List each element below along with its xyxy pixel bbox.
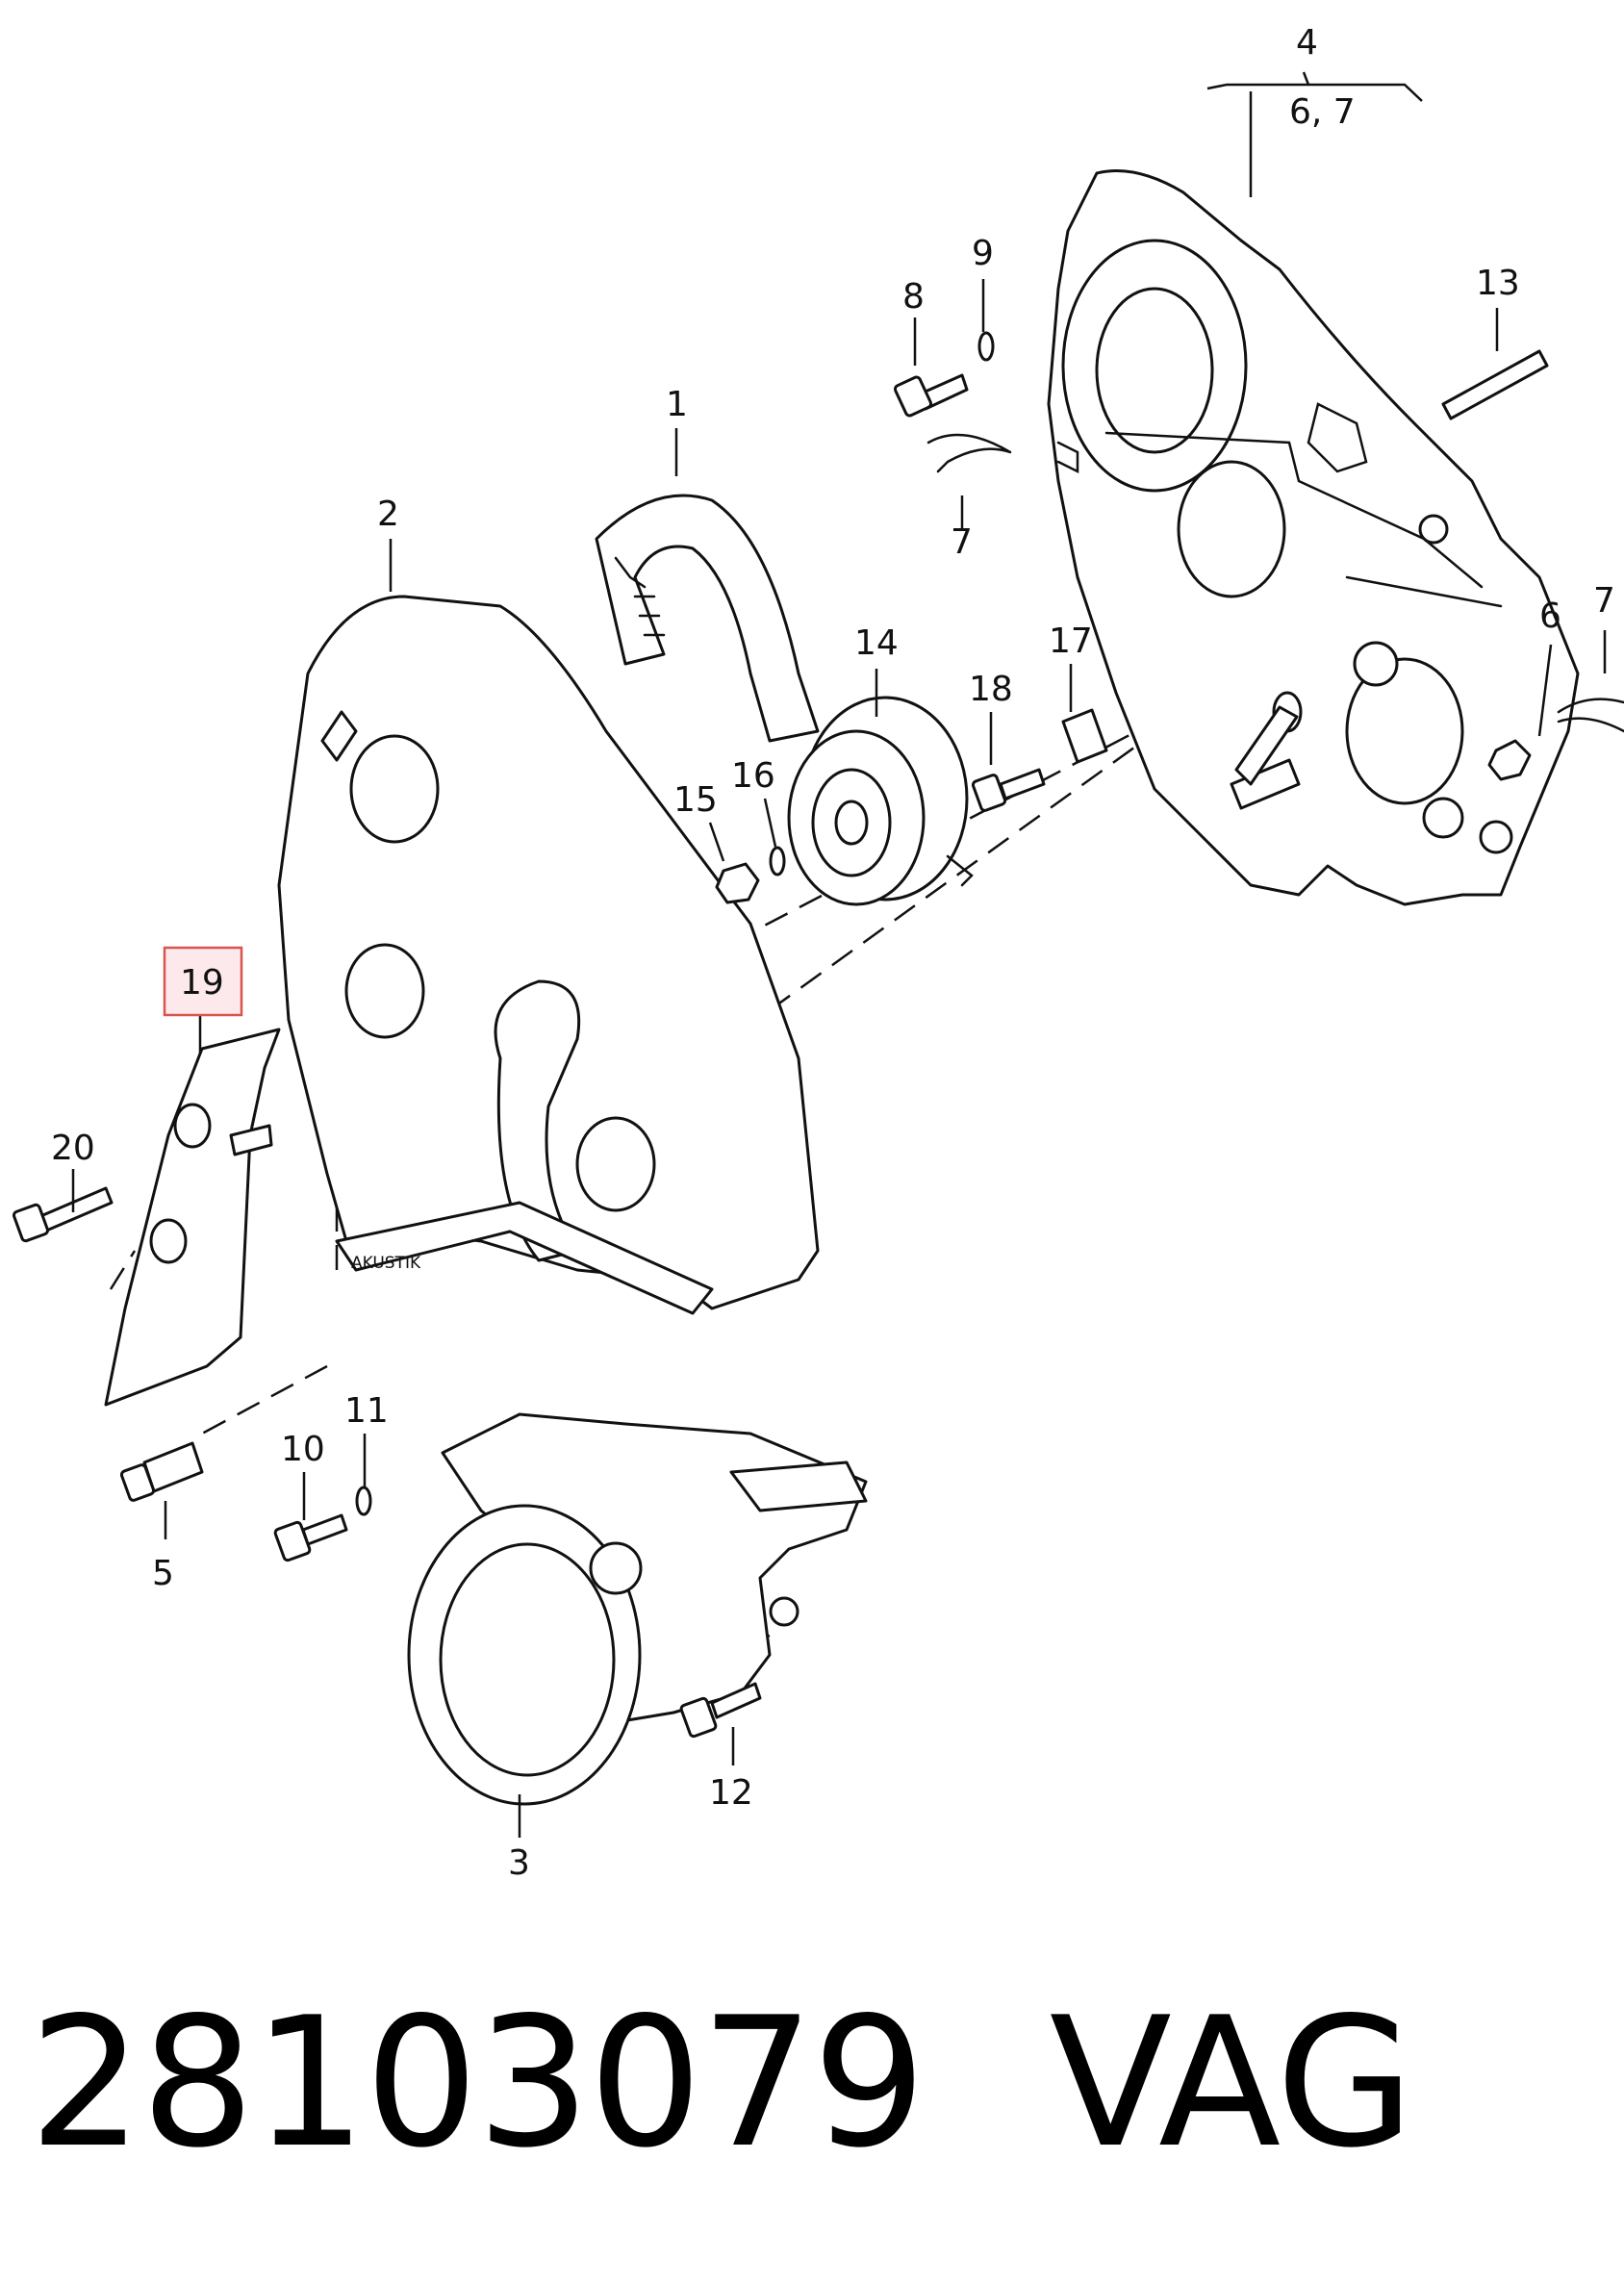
brand-name: VAG — [1049, 1978, 1414, 2187]
bolt-part-18 — [971, 768, 1046, 812]
washer-part-9 — [977, 331, 995, 362]
callout-labels: 1 2 3 4 6, 7 5 6 7 7 8 9 10 11 12 13 14 … — [51, 23, 1615, 1883]
callout-5: 5 — [152, 1554, 174, 1593]
callout-18: 18 — [969, 670, 1013, 709]
callout-19-highlight — [163, 946, 243, 1017]
bolt-part-20 — [12, 1186, 114, 1243]
callout-12: 12 — [709, 1773, 753, 1813]
callout-13: 13 — [1476, 264, 1520, 303]
callout-2: 2 — [377, 495, 399, 534]
callout-9: 9 — [972, 234, 994, 273]
callout-16: 16 — [731, 756, 775, 796]
callout-14: 14 — [854, 623, 899, 663]
washer-part-11 — [355, 1486, 372, 1516]
callout-1: 1 — [666, 385, 688, 424]
callout-7-left: 7 — [951, 522, 973, 562]
tensioner-pulley-part-14 — [787, 696, 974, 906]
spacer-part-17 — [1061, 708, 1108, 764]
callout-3: 3 — [508, 1843, 530, 1883]
upper-timing-cover-part-2: AKUSTIK — [277, 595, 820, 1315]
callout-4: 4 — [1296, 23, 1318, 63]
callout-6: 6 — [1539, 597, 1561, 636]
timing-belt-part-1 — [595, 494, 820, 743]
bolt-part-12 — [679, 1682, 762, 1739]
callout-20: 20 — [51, 1129, 95, 1168]
rear-timing-cover-part-4 — [1047, 169, 1580, 906]
callout-15: 15 — [673, 780, 718, 820]
clip-part-7-right — [1557, 698, 1624, 733]
callout-17: 17 — [1049, 622, 1093, 661]
part-number-footer: 28103079 VAG — [29, 1972, 1587, 2194]
washer-part-16 — [769, 846, 786, 876]
callout-19: 19 — [180, 963, 224, 1003]
leader-lines — [71, 71, 1607, 1838]
nut-part-15 — [715, 862, 760, 904]
akustik-stamp: AKUSTIK — [351, 1254, 421, 1273]
part-number: 28103079 — [29, 1978, 926, 2187]
callout-4-sub: 6, 7 — [1289, 92, 1356, 132]
fastener-part-5 — [119, 1441, 204, 1502]
stud-pin — [1230, 691, 1303, 810]
bolt-part-8 — [893, 373, 969, 418]
callout-8: 8 — [902, 277, 925, 317]
bolt-part-10 — [273, 1513, 348, 1562]
callout-7-right: 7 — [1593, 581, 1615, 621]
bolt-part-13 — [1441, 349, 1549, 420]
clip-part-7 — [926, 433, 1012, 473]
callout-10: 10 — [281, 1430, 325, 1469]
lower-timing-cover-part-3 — [407, 1412, 868, 1806]
bracket-part-19 — [104, 1028, 281, 1407]
callout-11: 11 — [344, 1391, 389, 1431]
nut-part-6 — [1487, 739, 1532, 781]
